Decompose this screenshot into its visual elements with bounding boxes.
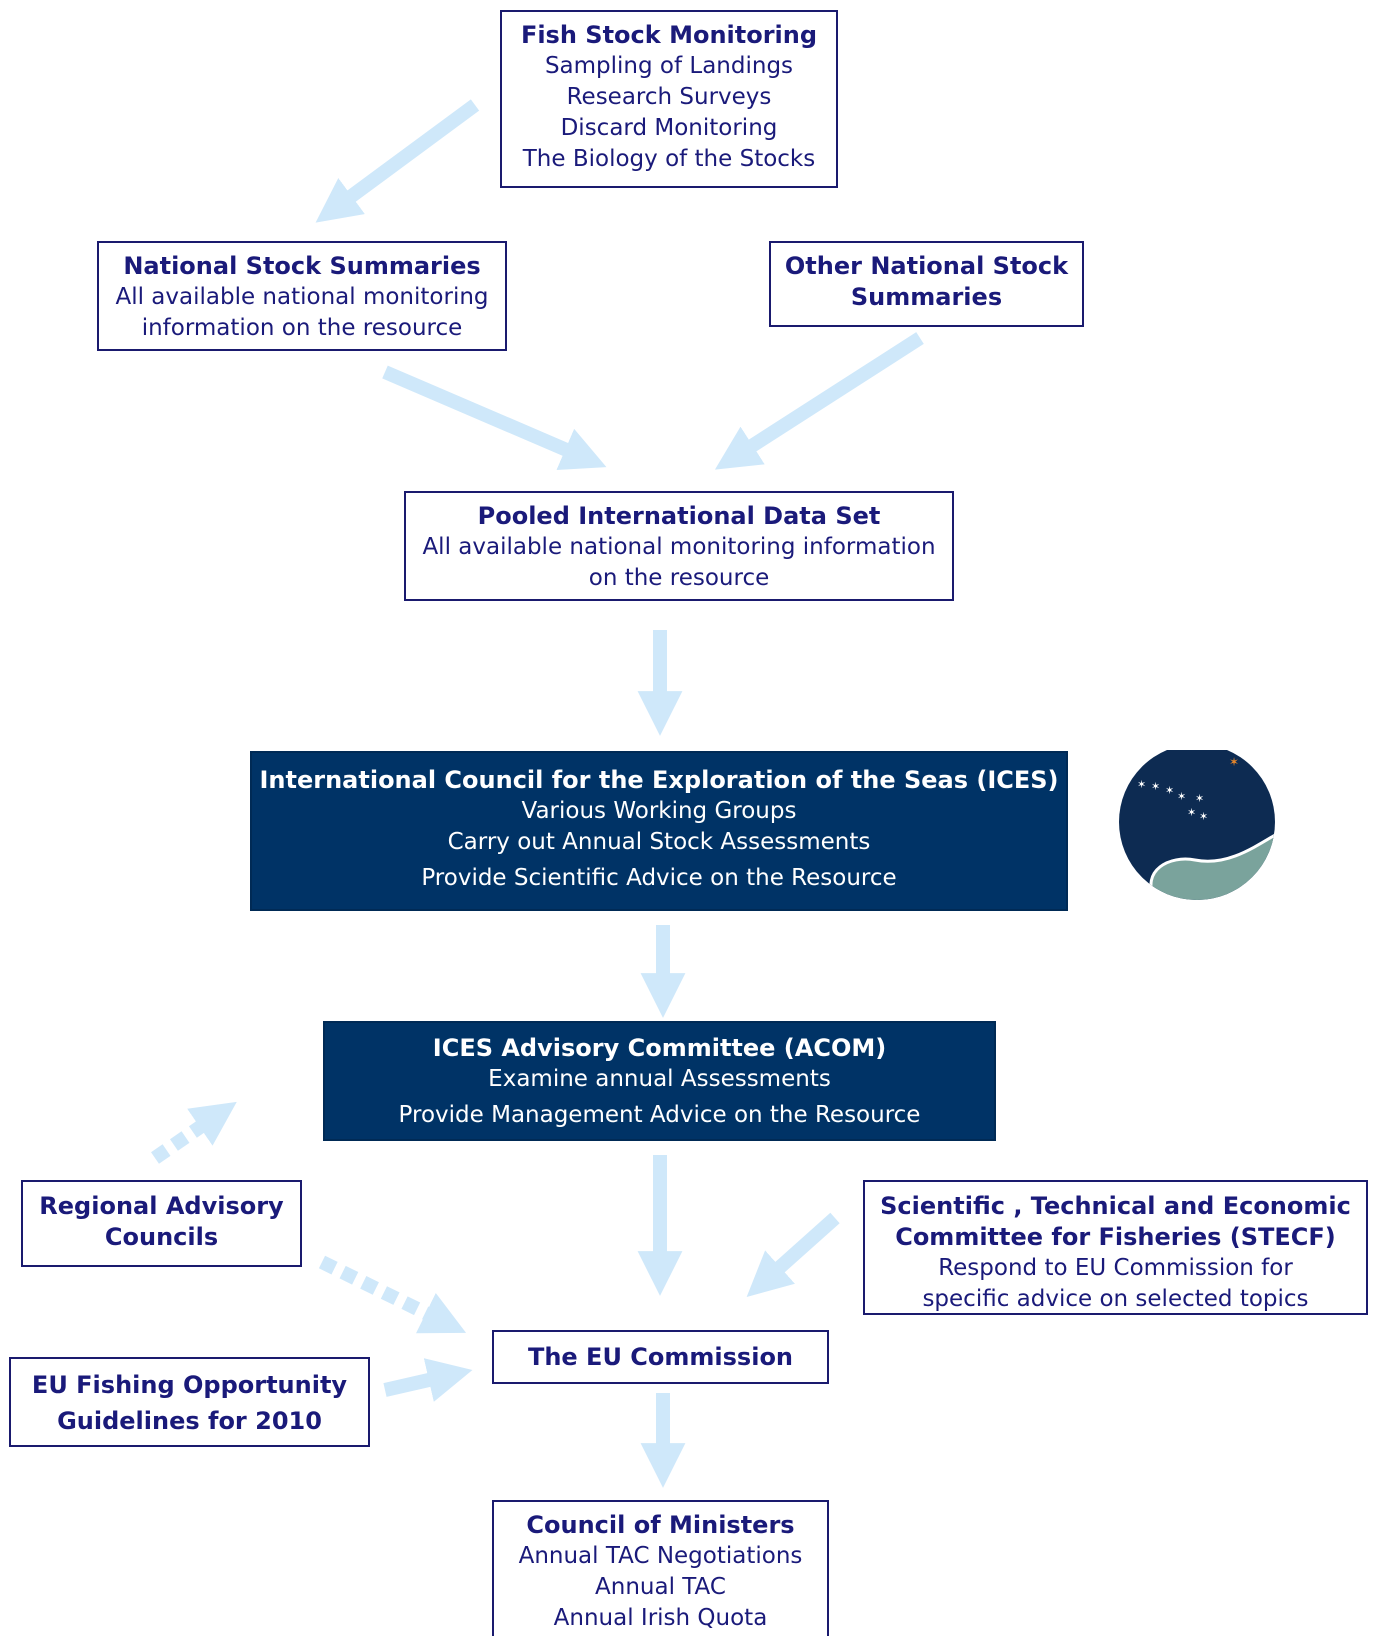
pooled-title: Pooled International Data Set <box>477 502 881 530</box>
arrow-stecf-to-eu <box>746 1212 840 1297</box>
ices-title: International Council for the Exploratio… <box>259 766 1059 794</box>
svg-text:✶: ✶ <box>1187 806 1196 819</box>
svg-text:✶: ✶ <box>1165 784 1174 797</box>
national-summaries-line: All available national monitoring <box>115 284 489 310</box>
arrow-other-to-pooled <box>714 332 924 470</box>
regional-title: Regional Advisory <box>39 1192 284 1220</box>
fish-stock-monitoring-box: Fish Stock Monitoring Sampling of Landin… <box>500 10 838 188</box>
acom-box: ICES Advisory Committee (ACOM) Examine a… <box>323 1021 996 1141</box>
stecf-line: specific advice on selected topics <box>922 1286 1309 1312</box>
council-title: Council of Ministers <box>526 1511 795 1539</box>
arrow-guidelines-to-eu <box>383 1358 473 1402</box>
svg-text:✶: ✶ <box>1195 792 1204 805</box>
eu-guidelines-title: Guidelines for 2010 <box>57 1407 322 1435</box>
fish-stock-line: Sampling of Landings <box>544 53 794 79</box>
national-stock-summaries-box: National Stock Summaries All available n… <box>97 241 507 351</box>
acom-title: ICES Advisory Committee (ACOM) <box>432 1034 887 1062</box>
fish-stock-line: Discard Monitoring <box>560 115 778 141</box>
regional-advisory-councils-box: Regional Advisory Councils <box>21 1180 302 1267</box>
fish-stock-line: The Biology of the Stocks <box>522 146 816 172</box>
ices-logo-icon: ✶ ✶ ✶ ✶ ✶ ✶ ✶ ✶ <box>1119 750 1275 900</box>
eu-guidelines-title: EU Fishing Opportunity <box>31 1371 348 1399</box>
regional-title: Councils <box>104 1223 219 1251</box>
dashed-arrow-regional-to-eu <box>318 1255 467 1334</box>
council-line: Annual Irish Quota <box>553 1605 768 1631</box>
stecf-title: Scientific , Technical and Economic <box>880 1192 1351 1220</box>
fish-stock-title: Fish Stock Monitoring <box>520 21 818 49</box>
svg-text:✶: ✶ <box>1137 778 1146 791</box>
dashed-arrow-regional-to-acom <box>151 1101 237 1164</box>
national-summaries-line: information on the resource <box>141 315 463 341</box>
stecf-title: Committee for Fisheries (STECF) <box>895 1223 1336 1251</box>
ices-line: Provide Scientific Advice on the Resourc… <box>421 865 897 891</box>
other-summaries-title: Other National Stock <box>784 252 1069 280</box>
ices-line: Carry out Annual Stock Assessments <box>447 829 871 855</box>
svg-text:✶: ✶ <box>1151 780 1160 793</box>
council-of-ministers-box: Council of Ministers Annual TAC Negotiat… <box>492 1500 829 1636</box>
acom-line: Examine annual Assessments <box>488 1066 831 1092</box>
eu-commission-box: The EU Commission <box>492 1330 829 1384</box>
arrow-fish-to-national <box>315 99 480 223</box>
pooled-line: on the resource <box>588 565 770 591</box>
council-line: Annual TAC <box>595 1574 726 1600</box>
eu-guidelines-box: EU Fishing Opportunity Guidelines for 20… <box>9 1357 370 1447</box>
council-line: Annual TAC Negotiations <box>518 1543 803 1569</box>
svg-text:✶: ✶ <box>1177 790 1186 803</box>
other-summaries-title: Summaries <box>850 283 1003 311</box>
arrow-national-to-pooled <box>382 365 607 470</box>
other-national-summaries-box: Other National Stock Summaries <box>769 241 1084 327</box>
pooled-line: All available national monitoring inform… <box>422 534 936 560</box>
svg-text:✶: ✶ <box>1199 810 1208 823</box>
eu-commission-title: The EU Commission <box>527 1343 794 1371</box>
pooled-data-set-box: Pooled International Data Set All availa… <box>404 491 954 601</box>
ices-line: Various Working Groups <box>521 798 797 824</box>
stecf-line: Respond to EU Commission for <box>938 1255 1293 1281</box>
ices-box: International Council for the Exploratio… <box>250 751 1068 911</box>
national-summaries-title: National Stock Summaries <box>123 252 481 280</box>
svg-text:✶: ✶ <box>1229 755 1239 769</box>
acom-line: Provide Management Advice on the Resourc… <box>398 1102 921 1128</box>
fish-stock-line: Research Surveys <box>566 84 772 110</box>
stecf-box: Scientific , Technical and Economic Comm… <box>863 1180 1368 1315</box>
